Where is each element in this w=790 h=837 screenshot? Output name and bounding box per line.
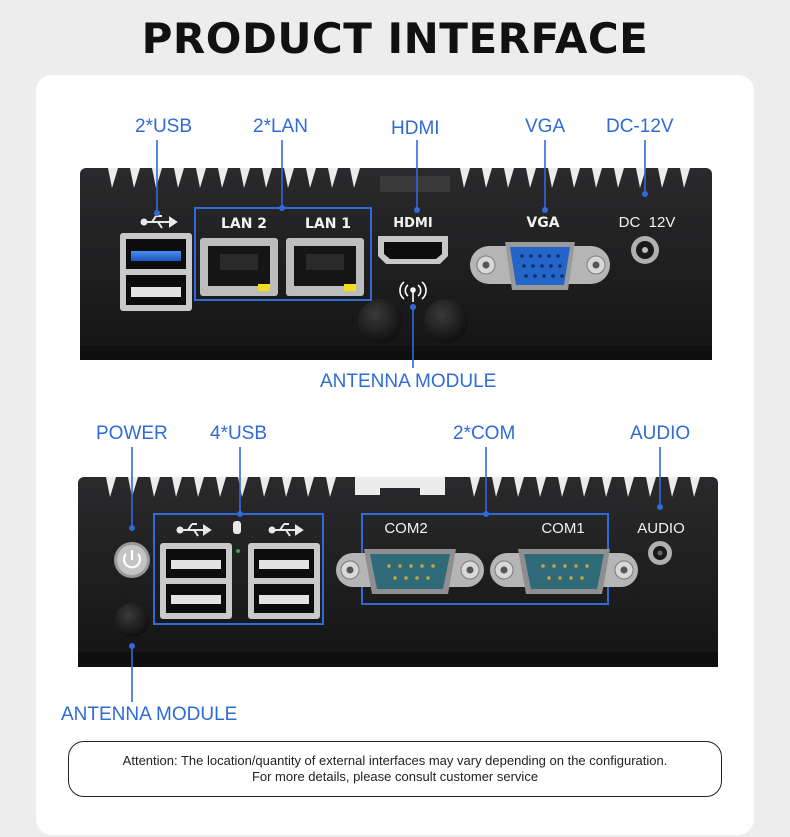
hdmi-port (378, 236, 448, 264)
power-button[interactable] (114, 542, 150, 578)
top-device (80, 168, 712, 360)
callout-vga: VGA (525, 116, 566, 137)
callout-com: 2*COM (453, 423, 516, 444)
bottom-device (78, 477, 718, 667)
antenna-signal-icon (399, 281, 427, 302)
callout-antenna-bottom: ANTENNA MODULE (61, 704, 238, 725)
callout-usb-top: 2*USB (135, 116, 193, 137)
vga-port (470, 242, 610, 290)
printed-vga: VGA (526, 215, 559, 231)
usb-symbol-icon (140, 215, 178, 229)
callout-usb-bottom: 4*USB (210, 423, 268, 444)
callout-dc: DC-12V (606, 116, 674, 137)
printed-lan2: LAN 2 (221, 216, 267, 232)
printed-dc: DC 12V (619, 214, 676, 231)
note-line-1: Attention: The location/quantity of exte… (122, 753, 668, 768)
printed-com1: COM1 (541, 520, 584, 537)
printed-audio: AUDIO (637, 520, 685, 537)
callout-audio: AUDIO (630, 423, 691, 444)
callout-hdmi: HDMI (391, 118, 440, 139)
callout-lan: 2*LAN (253, 116, 308, 137)
printed-hdmi: HDMI (393, 216, 432, 231)
com1-port (490, 549, 638, 594)
usb-port-stack-top (120, 233, 192, 311)
status-led (236, 549, 240, 553)
usb-symbol-left-icon (176, 523, 212, 537)
attention-note: Attention: The location/quantity of exte… (68, 741, 722, 797)
printed-com2: COM2 (384, 520, 427, 537)
com2-port (336, 549, 484, 594)
note-line-2: For more details, please consult custome… (251, 769, 539, 784)
antenna-knob-right (424, 299, 468, 343)
antenna-knob-left (358, 299, 402, 343)
usb-stack-right (248, 543, 320, 619)
lan-port-1 (286, 238, 364, 296)
lan-port-2 (200, 238, 278, 296)
usb-symbol-right-icon (268, 523, 304, 537)
audio-jack (648, 541, 672, 565)
page-title: PRODUCT INTERFACE (141, 14, 649, 63)
dc-power-jack (631, 236, 659, 264)
callout-antenna-top: ANTENNA MODULE (320, 371, 497, 392)
usb-stack-left (160, 543, 232, 619)
callout-power: POWER (96, 423, 168, 444)
antenna-knob-bottom (115, 603, 149, 637)
printed-lan1: LAN 1 (305, 216, 351, 232)
disk-indicator-icon (233, 521, 241, 534)
